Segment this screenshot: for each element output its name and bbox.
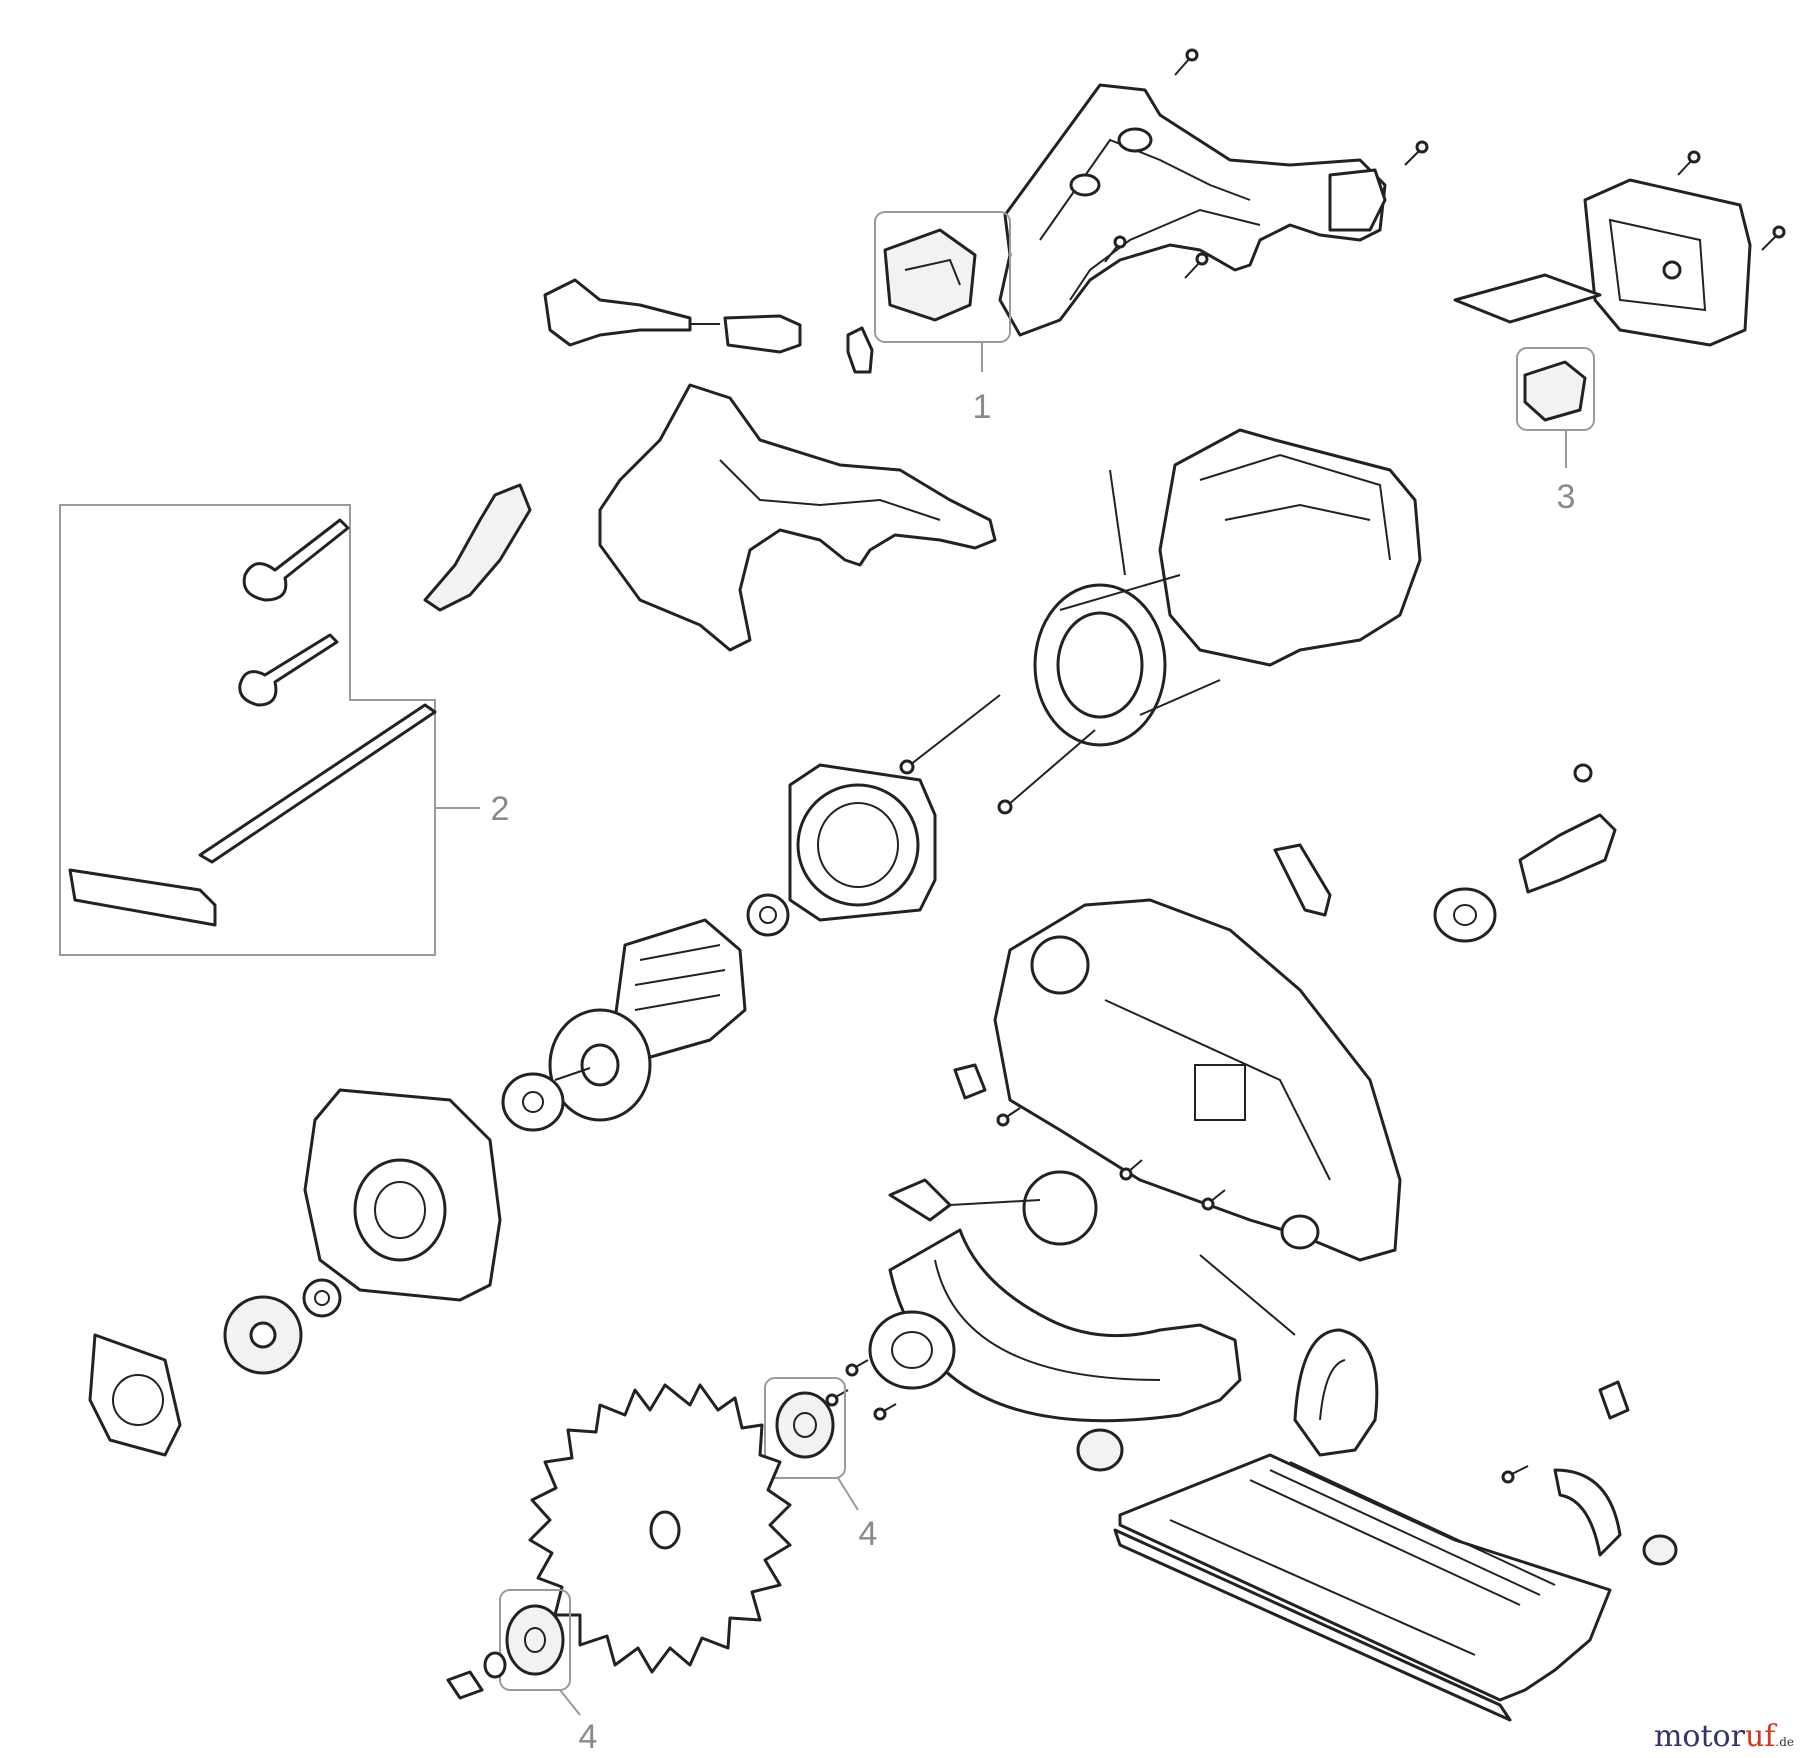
brand-logo: motoruf.de	[1653, 1719, 1794, 1754]
lower-blade-guard	[888, 1228, 1242, 1423]
screw-icon	[1184, 252, 1209, 279]
stator-coil	[1033, 574, 1221, 747]
bevel-bracket	[1293, 1328, 1379, 1457]
screw-icon	[825, 1389, 849, 1407]
small-clip	[953, 1063, 987, 1100]
screw-icon	[1119, 1159, 1143, 1181]
screw-icon	[1104, 235, 1127, 263]
brand-logo-accent: uf	[1744, 1719, 1776, 1754]
screw-icon	[873, 1403, 897, 1421]
accessory-kit-frame	[59, 504, 436, 956]
gear-housing	[303, 1088, 502, 1302]
callout-4-lower-label: 4	[579, 1718, 598, 1756]
cord-clamp	[846, 326, 874, 374]
knob	[1076, 1428, 1124, 1472]
handle-shell-inner	[598, 383, 997, 652]
callout-4-upper-frame	[764, 1377, 846, 1479]
guard-lever-arm	[888, 1178, 1041, 1222]
switch-box-housing	[1583, 178, 1752, 347]
switch-cover-plate	[1453, 273, 1602, 324]
parallel-guide	[68, 703, 437, 927]
cord-sleeve	[723, 314, 802, 354]
long-screw	[899, 694, 1001, 775]
screw-icon	[996, 1107, 1021, 1127]
upper-blade-guard	[993, 898, 1402, 1262]
base-knob	[1642, 1534, 1678, 1566]
bevel-segment	[1553, 1468, 1622, 1557]
screw-icon	[1201, 1189, 1226, 1211]
screw-icon	[1404, 140, 1429, 166]
blade-bolt	[446, 1651, 507, 1700]
riving-knife-lever	[1273, 843, 1332, 917]
depth-knob	[1280, 1214, 1320, 1250]
saw-blade	[528, 1383, 792, 1674]
long-screw	[997, 729, 1096, 815]
small-clip	[1598, 1380, 1630, 1420]
callout-1-frame	[874, 211, 1011, 343]
handle-grip-strip	[423, 483, 532, 612]
callout-3-frame	[1516, 347, 1595, 431]
callout-3-label: 3	[1557, 478, 1576, 516]
open-wrench	[242, 518, 350, 602]
screw-icon	[1174, 48, 1199, 76]
base-plate	[1113, 1453, 1612, 1722]
capacitor-part	[1523, 360, 1587, 422]
inner-flange	[775, 1391, 835, 1459]
screw-icon	[1761, 225, 1786, 251]
callout-4-lower-leader	[559, 1689, 581, 1716]
handle-housing-top	[998, 83, 1387, 337]
callout-4-upper-leader	[837, 1477, 859, 1511]
power-cord-plug	[543, 278, 720, 347]
spindle-shaft	[1518, 763, 1617, 894]
screw-icon	[1501, 1465, 1529, 1484]
callout-4-upper-label: 4	[859, 1515, 878, 1553]
pin-spanner	[238, 633, 339, 707]
small-bearing	[302, 1278, 342, 1318]
motor-housing	[1109, 428, 1422, 667]
screw-icon	[1677, 150, 1701, 176]
blade-washer	[505, 1604, 565, 1676]
outer-flange	[868, 1310, 956, 1390]
screw-icon	[845, 1359, 869, 1377]
brush-holder	[88, 1333, 182, 1457]
drive-gear	[223, 1295, 303, 1375]
guard-ring	[1022, 1170, 1098, 1246]
spindle-bearing	[1433, 887, 1497, 943]
armature	[548, 918, 747, 1122]
callout-2-label: 2	[491, 790, 510, 828]
return-spring	[1199, 1254, 1296, 1336]
fan-baffle	[788, 763, 937, 922]
callout-4-lower-frame	[499, 1589, 571, 1691]
switch-part	[883, 228, 977, 322]
bearing-top	[746, 893, 790, 937]
callout-1-label: 1	[973, 388, 992, 426]
bearing-front	[501, 1072, 565, 1132]
